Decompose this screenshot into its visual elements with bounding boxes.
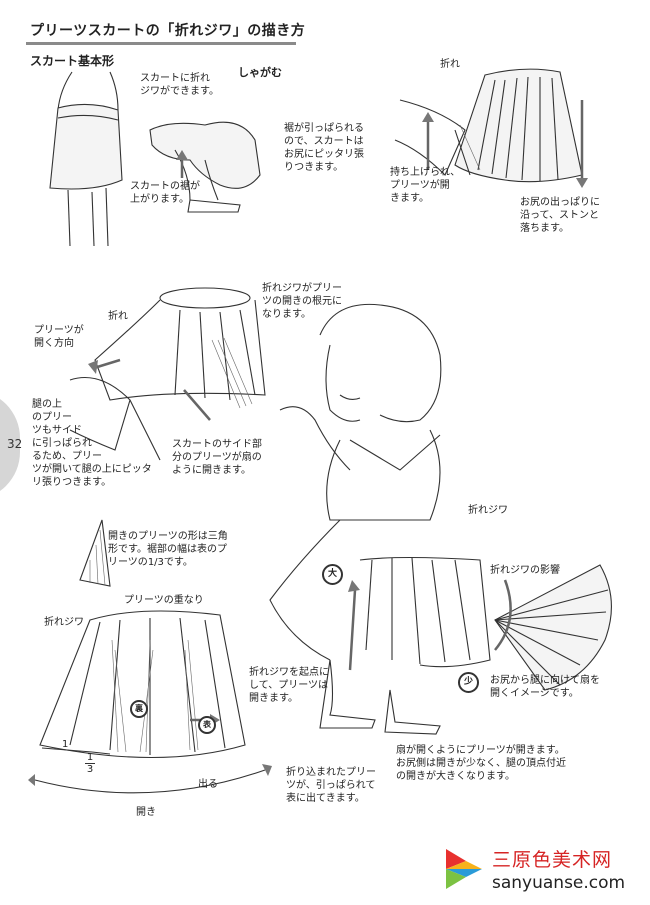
crouch-label: しゃがむ <box>238 66 282 79</box>
crouching-legs-illustration <box>149 121 261 213</box>
page-tab <box>0 390 20 500</box>
play-logo-icon <box>446 849 482 889</box>
front-badge: 表 <box>198 716 216 734</box>
drop-note: お尻の出っぱりに 沿って、ストンと 落ちます。 <box>520 197 600 234</box>
fold-wrinkle-label-diagram: 折れジワ <box>44 617 84 628</box>
fold-label-mid: 折れ <box>108 311 128 322</box>
dimension-one: 1 <box>62 739 69 750</box>
hem-raised-note: スカートの裾が 上がります。 <box>130 181 200 205</box>
pleat-overlap-label: プリーツの重なり <box>124 595 204 606</box>
fan-illustration <box>494 564 612 691</box>
triangle-note: 開きのプリーツの形は三角 形です。裾部の幅は表のプ リーツの1/3です。 <box>108 530 228 569</box>
root-note: 折れジワがプリー ツの開きの根元に なります。 <box>262 283 342 320</box>
side-pleat-note: スカートのサイド部 分のプリーツが扇の ように開きます。 <box>172 439 262 476</box>
small-badge: 少 <box>458 672 479 693</box>
page-number: 32 <box>7 437 23 451</box>
open-label: 開き <box>136 807 156 818</box>
basic-skirt-illustration <box>49 71 123 247</box>
watermark: 三原色美术网 sanyuanse.com <box>430 835 650 905</box>
girl-crouching-illustration <box>269 303 491 735</box>
lifted-note: 持ち上げられ、 プリーツが開 きます。 <box>390 167 461 204</box>
fold-wrinkle-label-girl: 折れジワ <box>468 505 508 516</box>
triangle-pleat-diagram <box>79 519 111 587</box>
fold-note: スカートに折れ ジワができます。 <box>140 73 219 97</box>
subheading: スカート基本形 <box>30 54 115 68</box>
tucked-pleat-note: 折り込まれたプリー ツが、引っぱられて 表に出てきます。 <box>286 767 376 804</box>
start-point-note: 折れジワを起点に して、プリーツは 開きます。 <box>249 667 329 704</box>
pleated-skirt-top-right <box>394 68 588 188</box>
watermark-url: sanyuanse.com <box>492 873 626 893</box>
triangle-note-b: です。 <box>163 557 193 568</box>
dimension-fraction-denominator: 3 <box>86 764 94 775</box>
fan-effect-label: 折れジワの影響 <box>490 565 560 576</box>
pleat-open-diagram <box>28 610 272 794</box>
title-underline <box>26 42 296 45</box>
big-badge: 大 <box>322 564 343 585</box>
page-title: プリーツスカートの「折れジワ」の描き方 <box>30 23 306 39</box>
triangle-note-a: 開きのプリーツの形は三角 形です。裾部の幅は表のプ リーツの <box>108 531 228 568</box>
hem-pulled-note: 裾が引っぱられる ので、スカートは お尻にピッタリ張 りつきます。 <box>284 123 364 173</box>
fan-open-note: 扇が開くようにプリーツが開きます。 お尻側は開きが少なく、腿の頂点付近 の開きが… <box>396 745 566 782</box>
thigh-note: 腿の上 のプリー ツもサイド に引っぱられ るため、プリー ツが開いて腿の上にピ… <box>32 399 152 488</box>
watermark-chinese: 三原色美术网 <box>492 849 613 871</box>
dimension-fraction: 1 3 <box>85 752 95 775</box>
fan-image-note: お尻から腿に向けて扇を 開くイメージです。 <box>490 675 600 699</box>
fold-label-top: 折れ <box>440 59 460 70</box>
back-badge: 裏 <box>130 700 148 718</box>
open-direction-note: プリーツが 開く方向 <box>34 325 84 349</box>
dimension-fraction-numerator: 1 <box>85 752 95 764</box>
triangle-fraction: 1/3 <box>147 557 164 568</box>
out-label: 出る <box>198 779 218 790</box>
skirt-over-thigh-illustration <box>69 287 266 461</box>
